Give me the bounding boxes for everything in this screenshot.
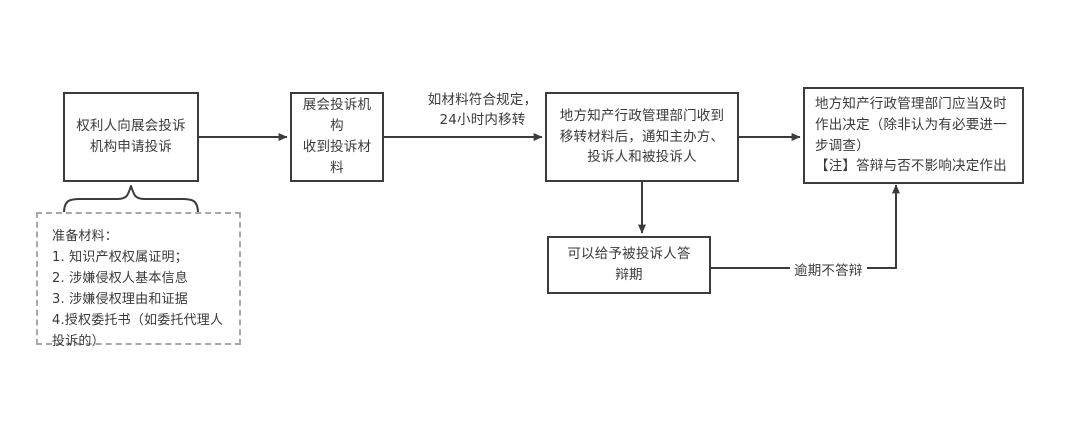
process-node-complaint-application[interactable]: 权利人向展会投诉 机构申请投诉 — [63, 92, 199, 182]
edge-label-no-reply: 逾期不答辩 — [790, 259, 867, 279]
note-materials-text: 准备材料： 1. 知识产权权属证明； 2. 涉嫌侵权人基本信息 3. 涉嫌侵权理… — [52, 229, 224, 350]
node-5-label: 可以给予被投诉人答 辩期 — [567, 246, 691, 283]
note-box-required-materials: 准备材料： 1. 知识产权权属证明； 2. 涉嫌侵权人基本信息 3. 涉嫌侵权理… — [36, 212, 241, 349]
curly-brace-node1-to-note — [63, 185, 199, 214]
node-1-label: 权利人向展会投诉 机构申请投诉 — [76, 118, 186, 155]
process-node-notify-parties[interactable]: 地方知产行政管理部门收到 移转材料后，通知主办方、 投诉人和被投诉人 — [545, 92, 739, 182]
edge-label-transfer-rule: 如材料符合规定， 24小时内移转 — [415, 90, 550, 131]
process-node-decision[interactable]: 地方知产行政管理部门应当及时 作出决定（除非认为有必要进一 步调查） 【注】答辩… — [803, 87, 1024, 184]
edge-label-no-reply-text: 逾期不答辩 — [794, 263, 863, 279]
node-4-label: 地方知产行政管理部门应当及时 作出决定（除非认为有必要进一 步调查） 【注】答辩… — [815, 95, 1007, 175]
process-node-defense-period[interactable]: 可以给予被投诉人答 辩期 — [547, 236, 711, 294]
node-2-label: 展会投诉机构 收到投诉材料 — [302, 97, 372, 176]
node-3-label: 地方知产行政管理部门收到 移转材料后，通知主办方、 投诉人和被投诉人 — [559, 107, 725, 166]
process-node-receive-materials[interactable]: 展会投诉机构 收到投诉材料 — [290, 92, 384, 182]
edge-label-transfer-text: 如材料符合规定， 24小时内移转 — [427, 92, 538, 129]
connector-node5-to-node4 — [711, 184, 900, 269]
